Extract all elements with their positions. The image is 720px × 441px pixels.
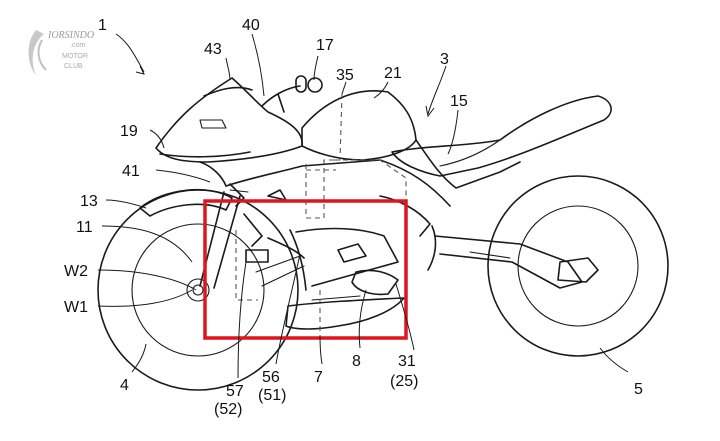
watermark-domain: .com xyxy=(70,42,85,49)
label-40: 40 xyxy=(242,17,260,34)
label-11: 11 xyxy=(76,219,93,236)
leader-lines xyxy=(97,33,629,379)
label-w1: W1 xyxy=(64,299,88,316)
rear-wheel xyxy=(487,175,669,357)
label-31: 31 xyxy=(398,353,416,370)
label-13: 13 xyxy=(80,193,98,210)
label-4: 4 xyxy=(120,377,129,394)
fuel-tank xyxy=(301,90,417,161)
label-21: 21 xyxy=(384,65,402,82)
hidden-components xyxy=(235,93,407,340)
label-52: (52) xyxy=(214,401,242,418)
swing-arm xyxy=(434,235,583,289)
label-17: 17 xyxy=(316,37,334,54)
label-5: 5 xyxy=(634,381,643,398)
label-w2: W2 xyxy=(64,263,88,280)
front-cowl xyxy=(155,77,303,187)
reference-labels: 1 40 43 17 35 21 3 15 19 41 13 11 W2 W1 … xyxy=(64,17,643,418)
label-35: 35 xyxy=(336,67,354,84)
highlight-frame xyxy=(203,199,408,340)
seat xyxy=(391,95,612,177)
front-fender xyxy=(139,188,233,217)
label-15: 15 xyxy=(450,93,468,110)
watermark-club: CLUB xyxy=(64,63,83,70)
label-3: 3 xyxy=(440,51,449,68)
rear-frame xyxy=(415,139,521,189)
label-1: 1 xyxy=(98,17,107,34)
front-wheel xyxy=(97,189,299,391)
label-57: 57 xyxy=(226,383,244,400)
handlebar xyxy=(261,75,323,113)
label-51: (51) xyxy=(258,387,286,404)
label-7: 7 xyxy=(314,369,323,386)
label-56: 56 xyxy=(262,369,280,386)
label-41: 41 xyxy=(122,163,140,180)
watermark-brand: IORSINDO xyxy=(47,30,94,41)
label-8: 8 xyxy=(352,353,361,370)
side-body xyxy=(225,159,451,330)
label-25: (25) xyxy=(390,373,418,390)
label-43: 43 xyxy=(204,41,222,58)
label-19: 19 xyxy=(120,123,138,140)
watermark-logo: IORSINDO .com MOTOR CLUB xyxy=(28,30,94,76)
watermark-motor: MOTOR xyxy=(62,53,88,60)
